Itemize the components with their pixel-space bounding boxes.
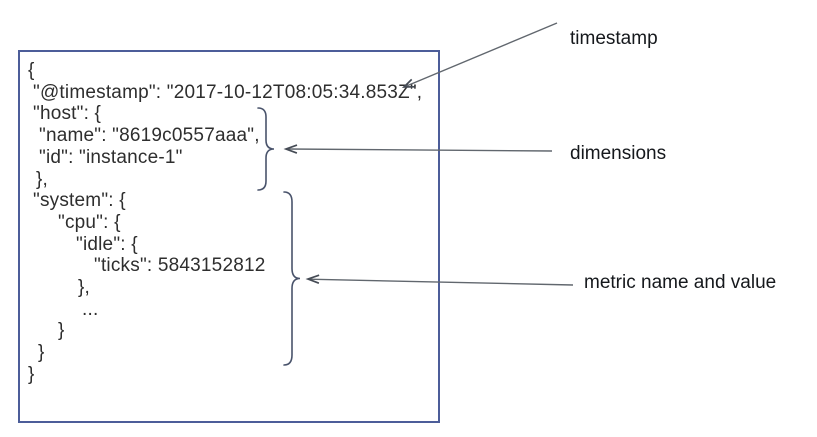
code-line: "id": "instance-1" [39, 146, 183, 168]
code-lines: {"@timestamp": "2017-10-12T08:05:34.853Z… [28, 60, 436, 386]
code-line: "host": { [33, 103, 102, 125]
code-line: }, [78, 277, 91, 299]
code-line: "cpu": { [58, 211, 121, 233]
code-line: } [38, 342, 45, 364]
code-line: }, [36, 168, 49, 190]
code-line: "@timestamp": "2017-10-12T08:05:34.853Z"… [33, 81, 423, 103]
code-line: } [28, 363, 35, 385]
annotation-label-metric-name-and-value: metric name and value [584, 272, 777, 293]
code-line: ... [82, 298, 99, 320]
code-line: } [58, 320, 65, 342]
code-line: "name": "8619c0557aaa", [39, 125, 260, 147]
code-line: "system": { [33, 190, 126, 212]
json-code-box: {"@timestamp": "2017-10-12T08:05:34.853Z… [18, 50, 440, 423]
annotation-label-timestamp: timestamp [570, 28, 658, 49]
code-line: { [28, 60, 35, 81]
annotation-label-dimensions: dimensions [570, 143, 667, 164]
code-line: "ticks": 5843152812 [94, 255, 266, 277]
code-line: "idle": { [76, 233, 138, 255]
